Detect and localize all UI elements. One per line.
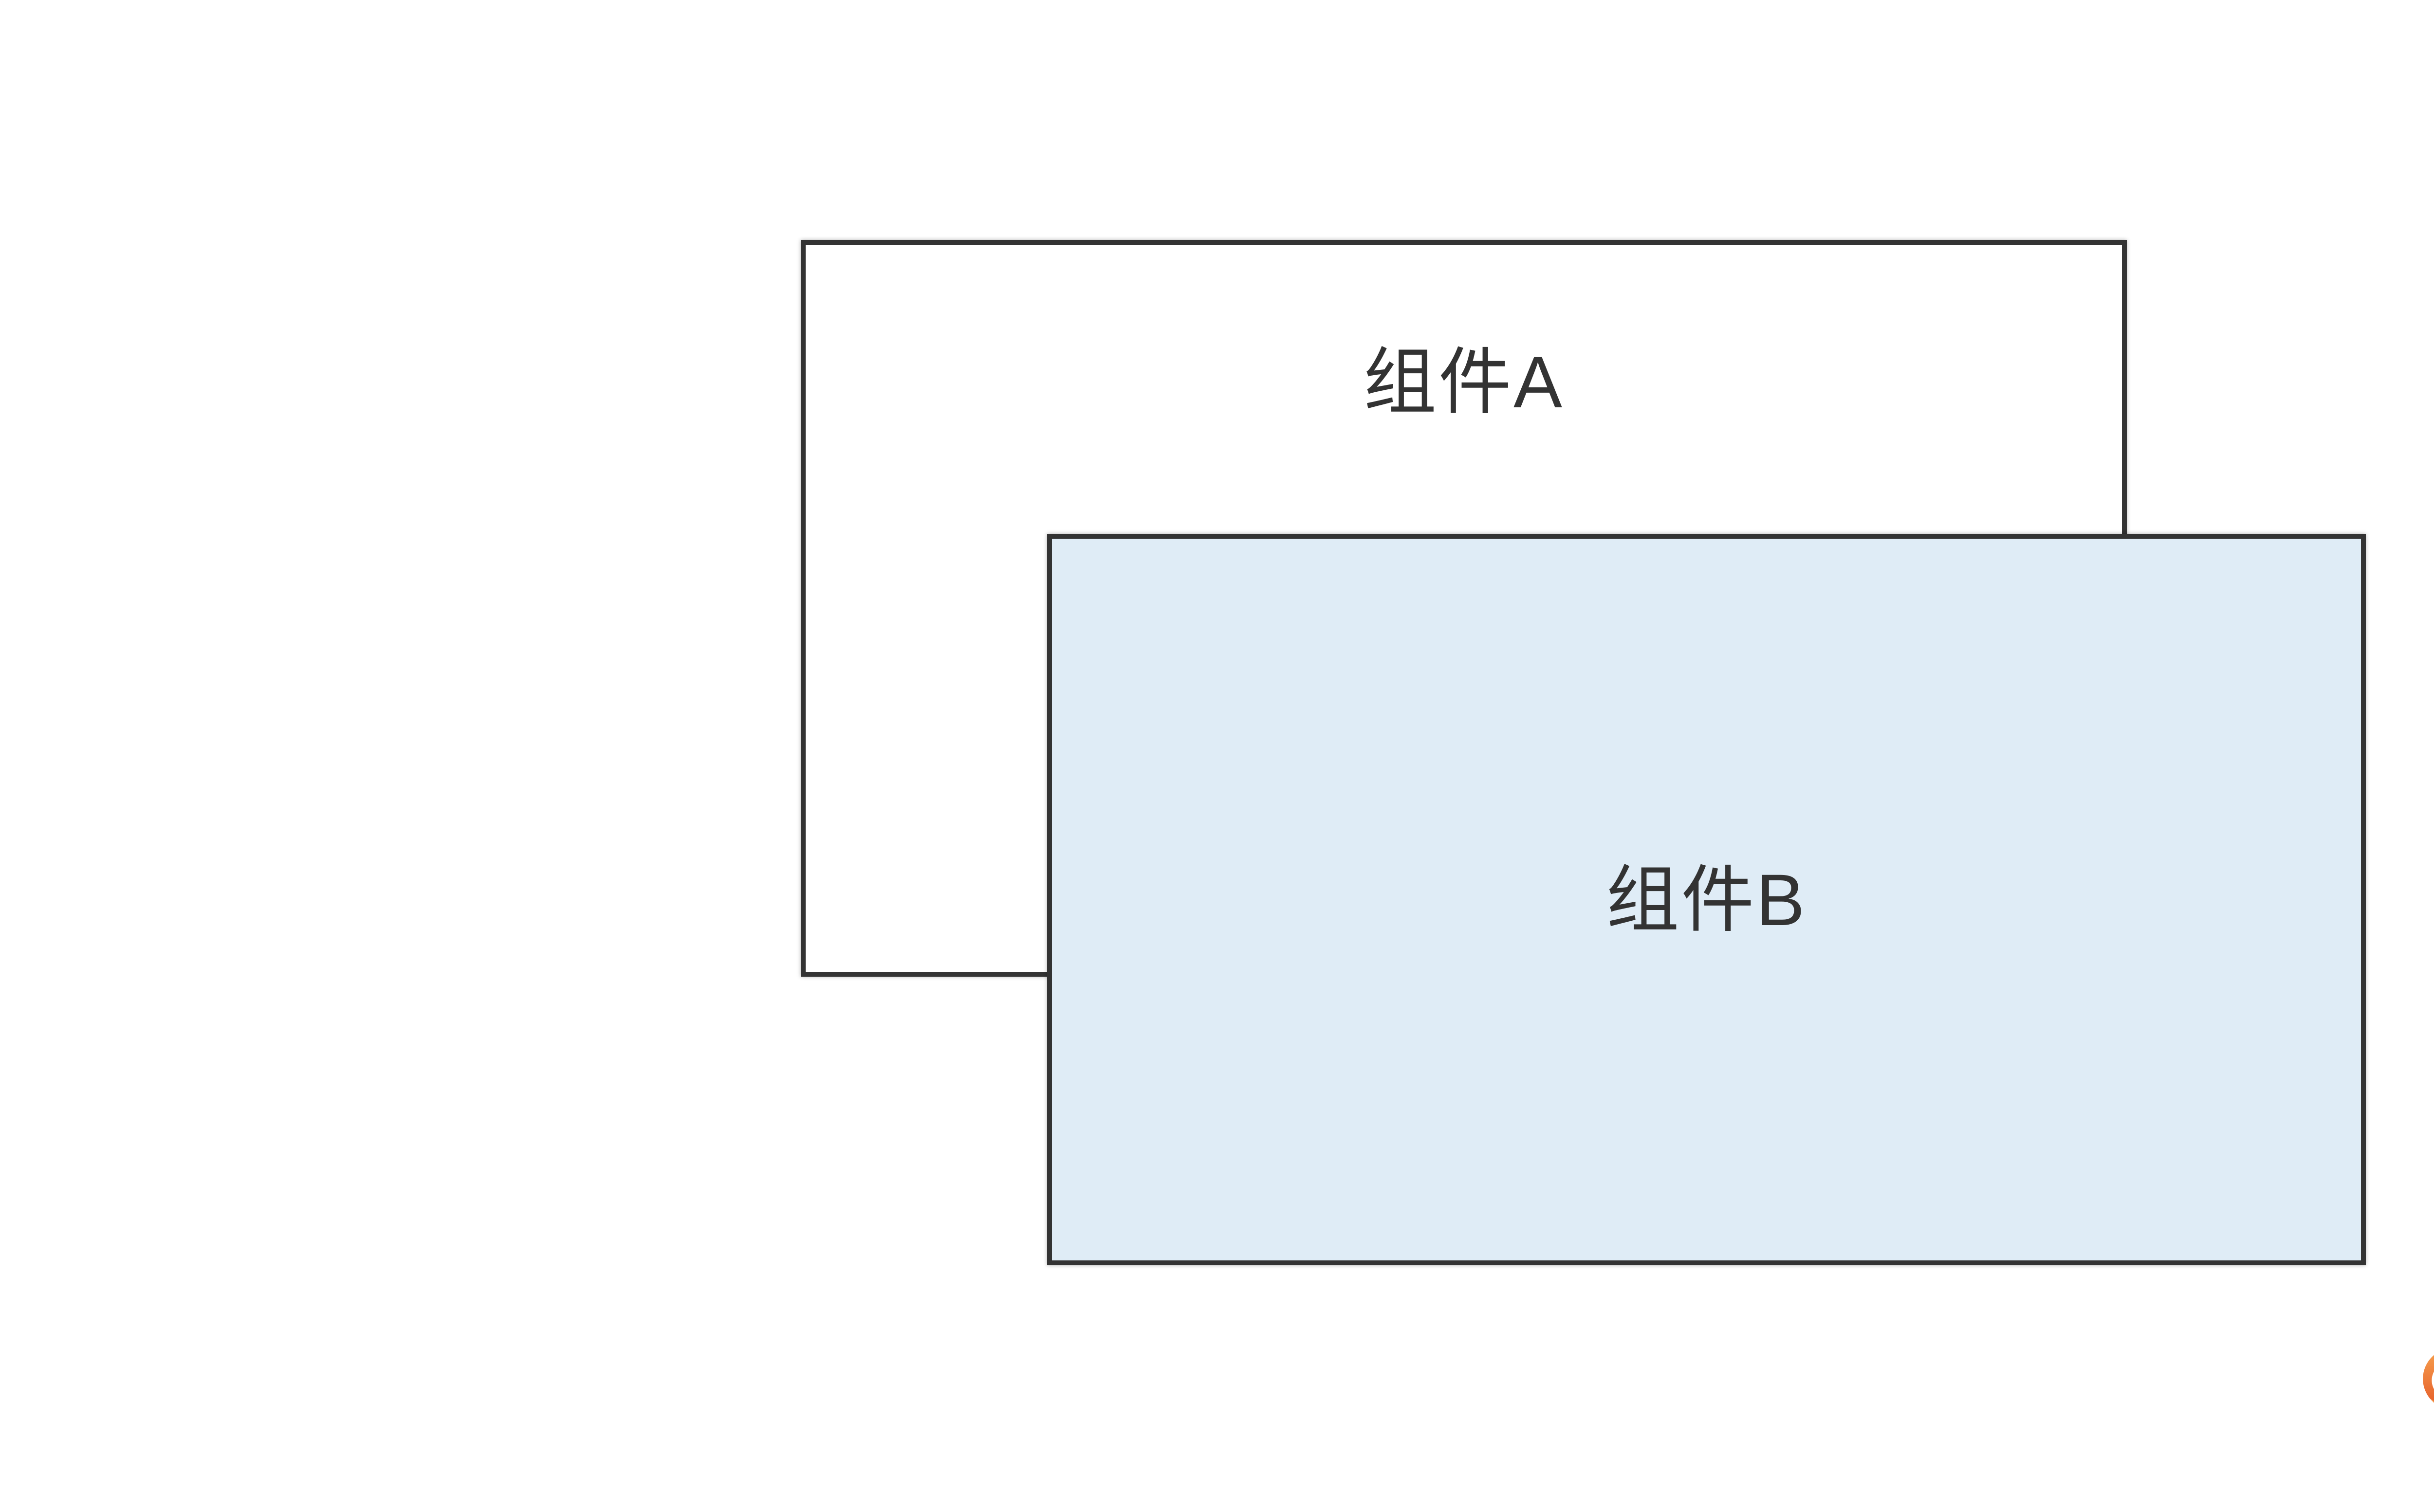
component-b-box: 组件B [1047, 534, 2366, 1265]
component-b-label: 组件B [1606, 858, 1807, 941]
geektime-logo-icon [2419, 1355, 2434, 1413]
geektime-logo: 极客时间 [2417, 1346, 2434, 1422]
component-a-label: 组件A [1363, 341, 1565, 423]
